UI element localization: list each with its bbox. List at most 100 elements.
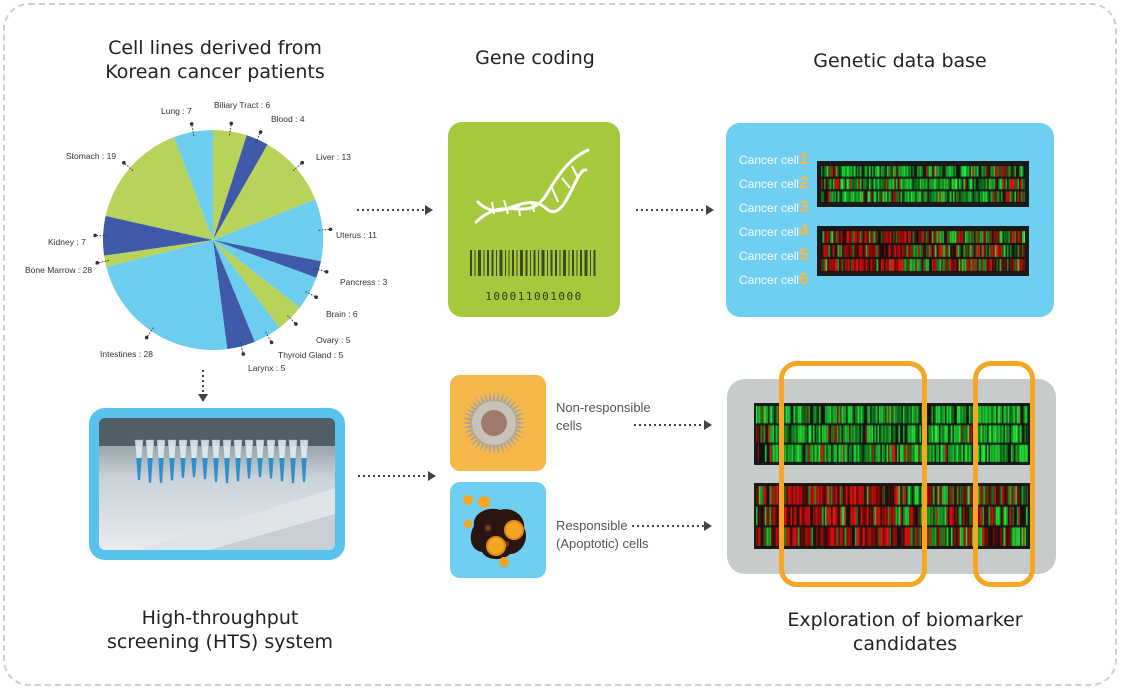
- pipette-liquid: [202, 458, 208, 480]
- pie-label: Lung : 7: [161, 106, 192, 116]
- outer-frame: [3, 3, 1117, 686]
- pie-pointer: [146, 327, 154, 338]
- pie-pointer: [305, 290, 317, 298]
- pie-label: Ovary : 5: [316, 335, 351, 345]
- explore-title-line2: candidates: [852, 633, 958, 655]
- cell-lines-title-line2: Korean cancer patients: [105, 61, 325, 83]
- cancer-cell-label-3: Cancer cell3: [739, 197, 809, 217]
- pie-label: Larynx : 5: [248, 363, 286, 373]
- pie-pointer: [265, 331, 272, 343]
- heatmap-db-1: [821, 165, 1025, 203]
- pie-slice-biliary-tract: [213, 130, 247, 240]
- cancer-cell-text: Cancer cell: [739, 201, 800, 215]
- pie-label: Intestines : 28: [100, 349, 153, 359]
- pie-pointer: [239, 342, 244, 355]
- gene-coding-box: 100011001000: [448, 122, 620, 317]
- hts-title-line1: High-throughput: [141, 607, 299, 629]
- pipette-liquid: [169, 458, 175, 481]
- responsible-label: Responsible (Apoptotic) cells: [556, 517, 686, 553]
- pie-pointer-tip: [93, 233, 97, 238]
- explore-heatmap-bottom-panel: [754, 483, 1030, 549]
- barcode-bar: [474, 250, 476, 276]
- pie-pointer-tip: [269, 340, 274, 345]
- responsible-line1: Responsible: [556, 518, 628, 533]
- responsible-cell-box: [450, 482, 546, 578]
- arrow-gene-to-db: [636, 205, 714, 215]
- barcode-bar: [470, 250, 472, 276]
- pie-pointer-tip: [122, 160, 126, 165]
- pie-label: Brain : 6: [326, 309, 358, 319]
- barcode-bar: [590, 250, 591, 276]
- barcode: [470, 250, 596, 276]
- dna-barcode-graphic: 100011001000: [470, 148, 596, 303]
- barcode-bar: [593, 250, 596, 276]
- hts-title: High-throughput screening (HTS) system: [80, 606, 360, 654]
- cancer-cell-text: Cancer cell: [739, 153, 800, 167]
- arrow-hts-to-cells: [358, 471, 436, 481]
- barcode-bar: [563, 250, 566, 276]
- pie-slice-lung: [173, 130, 213, 240]
- cancer-cell-number: 6: [799, 269, 809, 288]
- pie-slice-larynx: [213, 240, 255, 350]
- pie-pointer: [228, 123, 232, 136]
- cancer-cell-text: Cancer cell: [739, 249, 800, 263]
- barcode-bar: [512, 250, 514, 276]
- pie-slice-thyroid-gland: [213, 240, 280, 342]
- barcode-bar: [516, 250, 518, 276]
- biomarker-highlight-1: [779, 361, 927, 587]
- explore-heatmap-top-panel: [754, 403, 1030, 465]
- pie-label: Uterus : 11: [336, 230, 377, 240]
- pipette-liquid: [290, 458, 296, 483]
- barcode-bar: [580, 250, 582, 276]
- barcode-bar: [547, 250, 548, 276]
- barcode-bar: [491, 250, 494, 276]
- heatmap-panel-top: [817, 161, 1029, 207]
- pie-pointer: [123, 162, 134, 171]
- pie-slice-kidney: [103, 215, 213, 256]
- barcode-bar: [487, 250, 489, 276]
- explore-heatmap-top: [756, 405, 1028, 463]
- explore-title: Exploration of biomarker candidates: [760, 608, 1050, 656]
- biomarker-highlight-2: [973, 361, 1035, 587]
- non-responsible-cell-icon: [462, 391, 526, 455]
- barcode-bar: [496, 250, 497, 276]
- barcode-bar: [541, 250, 545, 276]
- pie-pointer: [287, 315, 297, 325]
- pie-slice-bone-marrow: [104, 240, 213, 267]
- cancer-cell-number: 4: [799, 221, 809, 240]
- cancer-cell-number: 2: [799, 173, 809, 192]
- pie-slice-uterus: [213, 199, 323, 262]
- pie-label: Pancress : 3: [340, 277, 388, 287]
- pie-pointer-tip: [95, 261, 100, 265]
- arrow-pie-to-hts: [198, 370, 208, 402]
- non-responsible-line2: cells: [556, 418, 583, 433]
- pipette-liquid: [158, 458, 164, 483]
- pipette-liquid: [147, 458, 153, 483]
- heatmap-db-2: [821, 230, 1025, 272]
- responsible-line2: (Apoptotic) cells: [556, 536, 649, 551]
- cancer-cell-label-6: Cancer cell6: [739, 269, 809, 289]
- pie-pointer-tip: [324, 269, 329, 274]
- cancer-cell-number: 3: [799, 197, 809, 216]
- pie-pointer-tip: [300, 160, 304, 165]
- explore-heatmap-bottom: [756, 485, 1028, 547]
- barcode-bar: [508, 250, 510, 276]
- pipette-liquid: [191, 458, 197, 478]
- cancer-cell-label-2: Cancer cell2: [739, 173, 809, 193]
- arrow-nonresp-to-explore: [634, 420, 712, 430]
- cell-lines-title: Cell lines derived from Korean cancer pa…: [90, 36, 340, 84]
- cancer-cell-label-5: Cancer cell5: [739, 245, 809, 265]
- cell-lines-title-line1: Cell lines derived from: [108, 37, 322, 59]
- pie-label: Liver : 13: [316, 152, 351, 162]
- barcode-bar: [525, 250, 528, 276]
- pie-pointer: [292, 162, 303, 171]
- pie-pointer-tip: [189, 122, 194, 126]
- non-responsible-cell-box: [450, 375, 546, 471]
- pie-pointer-tip: [241, 352, 246, 356]
- pipette-liquid: [246, 458, 252, 479]
- pie-pointer: [314, 268, 327, 273]
- pie-label: Blood : 4: [271, 114, 305, 124]
- pie-pointer: [255, 131, 262, 144]
- pie-pointer-tip: [328, 227, 333, 232]
